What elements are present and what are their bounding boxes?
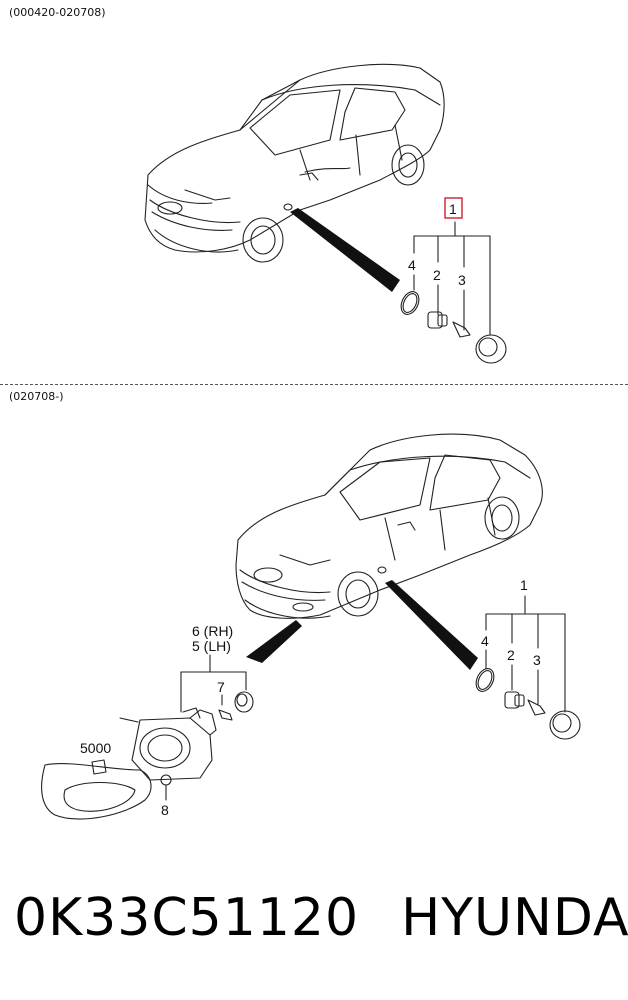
part-footer: 0K33C51120 HYUNDAI (14, 888, 628, 948)
callout-fog-lamp-lh: 5 (LH) (192, 638, 231, 654)
date-range-label-top: (000420-020708) (9, 6, 106, 19)
callout-screw: 8 (161, 802, 169, 818)
pointer-arrows (246, 208, 478, 670)
assembly-highlight-box (444, 197, 463, 219)
callout-housing-bottom: 2 (507, 647, 515, 663)
leader-lines-top (413, 221, 491, 336)
callout-assembly-top: 1 (449, 201, 457, 217)
side-marker-parts-bottom (475, 668, 581, 740)
side-marker-parts-top (400, 291, 507, 364)
car-illustration-top (144, 63, 445, 263)
parts-diagram: 1 4 2 3 1 4 2 3 6 (RH) 5 (LH) 7 5000 8 (41, 63, 581, 820)
callout-bulb-top: 3 (458, 272, 466, 288)
date-range-label-bottom: (020708-) (9, 390, 64, 403)
part-number: 0K33C51120 (14, 888, 360, 948)
callout-housing-top: 2 (433, 267, 441, 283)
brand-name: HYUNDAI (401, 888, 628, 948)
callout-assembly-bottom: 1 (520, 577, 528, 593)
callout-fog-bulb: 7 (217, 679, 225, 695)
car-illustration-bottom (235, 433, 543, 619)
callout-fog-lamp-rh: 6 (RH) (192, 623, 233, 639)
leader-lines-bottom (165, 595, 566, 801)
callout-cover: 5000 (80, 740, 111, 756)
fog-lamp-parts (41, 691, 254, 820)
callout-bulb-bottom: 3 (533, 652, 541, 668)
callout-gasket-top: 4 (408, 257, 416, 273)
callout-gasket-bottom: 4 (481, 633, 489, 649)
section-divider (0, 384, 628, 385)
